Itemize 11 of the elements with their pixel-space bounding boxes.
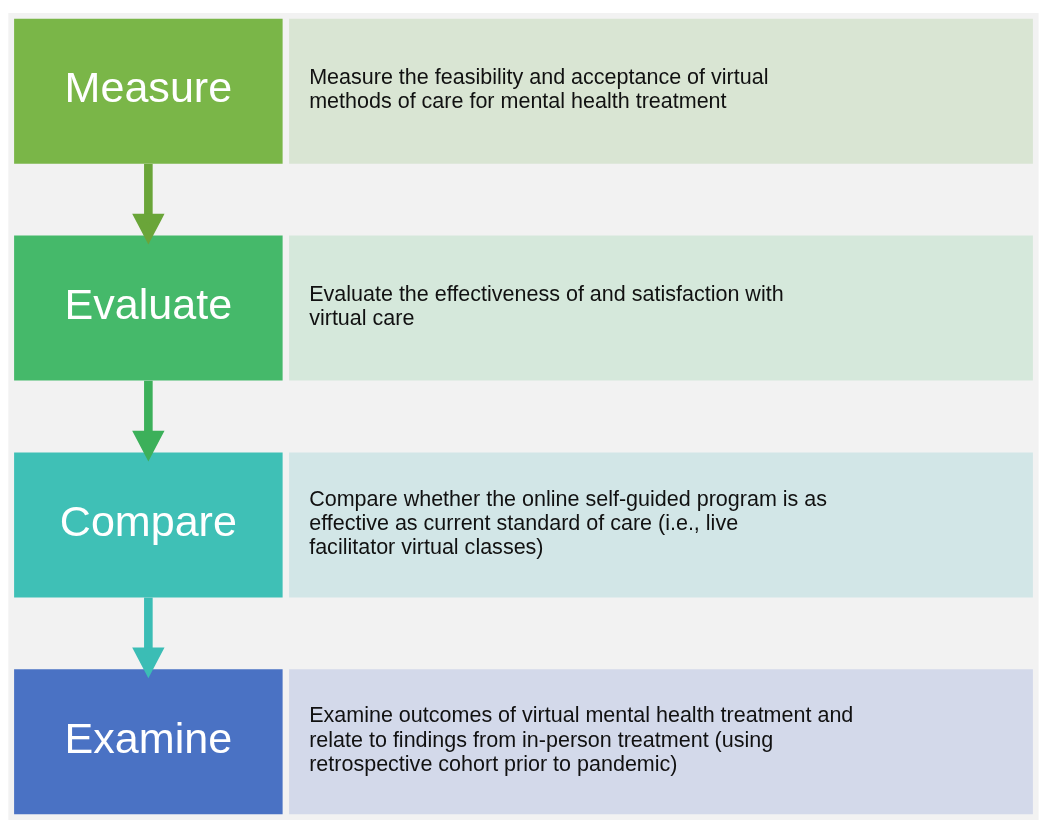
node-box: Measure [14,18,283,164]
node-box: Compare whether the online self-guided program is as effective as current standard of care (i.e., live facilitator virtual classes) [289,451,1033,597]
arrow [132,597,165,678]
node-box: Evaluate [14,235,283,381]
node-box: Compare [14,451,283,597]
arrow [132,163,165,245]
arrow [132,380,165,461]
node-box: Examine outcomes of virtual mental health treatment and relate to findings from in-person treatment (using retrospective cohort prior to pandemic) [289,668,1033,814]
node-box: Examine [14,668,283,814]
node-box: Evaluate the effectiveness of and satisfaction with virtual care [289,235,1033,381]
node-box: Measure the feasibility and acceptance of virtual methods of care for mental health treatment [289,18,1033,164]
